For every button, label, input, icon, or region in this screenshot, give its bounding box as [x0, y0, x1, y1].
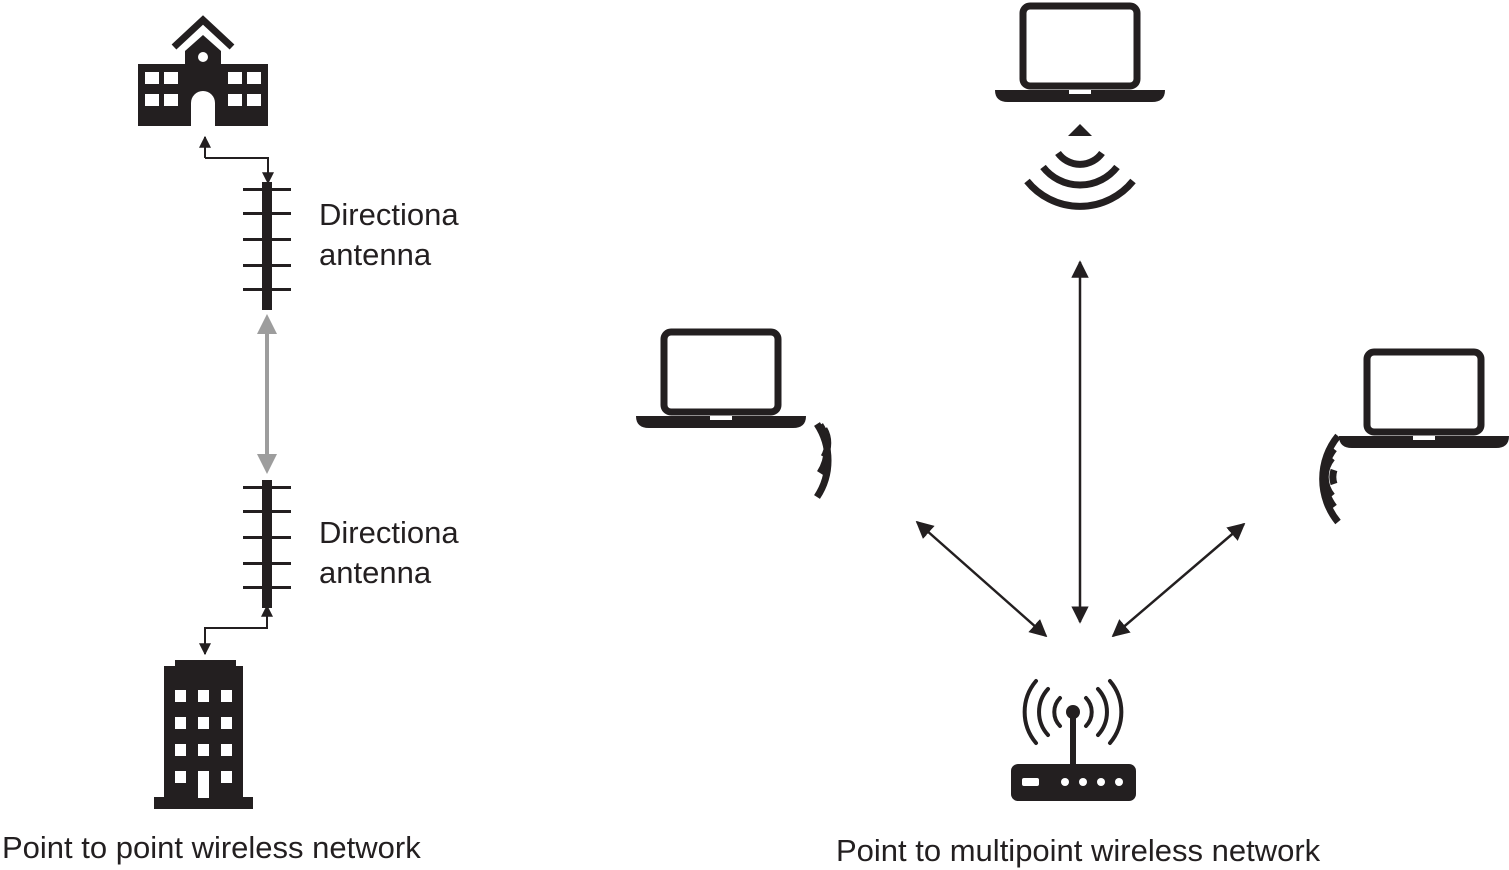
wifi-signal-icon: [814, 422, 832, 499]
antenna-bottom-label-line1: Directiona: [319, 515, 459, 550]
link-left-laptop: [915, 520, 1048, 638]
antenna-top-label-line2: antenna: [319, 237, 432, 272]
antenna-bottom-label-line2: antenna: [319, 555, 432, 590]
point-to-point-caption: Point to point wireless network: [2, 830, 421, 865]
directional-antenna-icon: [243, 480, 291, 608]
office-building-icon: [154, 660, 253, 809]
laptop-icon: [995, 6, 1165, 102]
antenna-top-label-line1: Directiona: [319, 197, 459, 232]
wifi-signal-icon: [1319, 433, 1341, 525]
wireless-router-icon: [1011, 679, 1136, 801]
laptop-icon: [636, 332, 806, 428]
directional-antenna-icon: [243, 182, 291, 310]
wifi-signal-icon: [1024, 124, 1136, 210]
laptop-icon: [1339, 352, 1509, 448]
point-to-multipoint-caption: Point to multipoint wireless network: [836, 833, 1321, 868]
school-icon: [138, 15, 268, 126]
link-right-laptop: [1111, 522, 1246, 638]
